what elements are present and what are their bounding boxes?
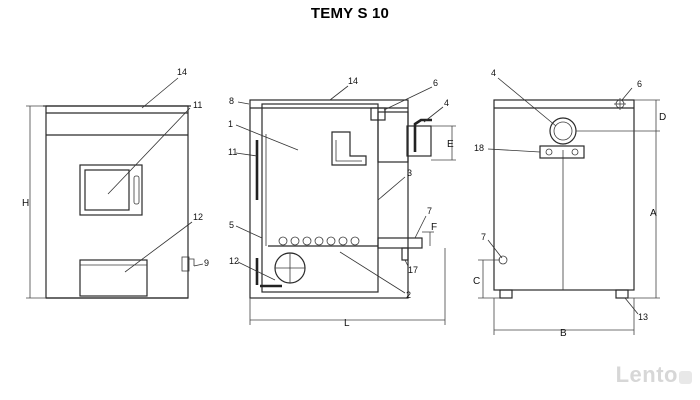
leader-11b: [235, 152, 258, 157]
label-7b: 7: [481, 232, 486, 242]
label-14b: 14: [348, 76, 358, 86]
section-grate-holes: [278, 236, 360, 246]
label-12a: 12: [193, 212, 203, 222]
label-1: 1: [228, 119, 233, 129]
section-top-fitting: [370, 107, 386, 121]
section-baffle-inner: [335, 140, 362, 162]
leader-9: [193, 263, 204, 267]
rear-view: D A C B 4 6 18 7 13: [473, 68, 666, 339]
front-lever: [181, 256, 190, 272]
leader-4a: [423, 106, 444, 123]
dim-l-label: L: [344, 318, 350, 329]
front-view: H 14 11 12 9: [22, 67, 209, 299]
dim-e-label: E: [447, 139, 454, 150]
rear-bracket-hole-left: [545, 148, 553, 156]
rear-body-outline: [493, 99, 635, 291]
leader-6b: [621, 87, 633, 101]
section-view: E F L 8 14 6 4 1 11 3 5 7 12 17 2: [228, 76, 456, 329]
rear-foot-right: [615, 289, 629, 299]
section-flue-damper: [413, 118, 432, 152]
front-lever-arm: [189, 258, 195, 266]
label-13: 13: [638, 312, 648, 322]
section-outer-casing: [249, 99, 409, 299]
section-baffle: [331, 131, 367, 166]
section-inner-body: [261, 103, 379, 293]
label-7a: 7: [427, 206, 432, 216]
leader-5: [235, 225, 263, 239]
leader-8: [237, 101, 250, 105]
label-11b: 11: [228, 147, 237, 157]
leader-13: [624, 297, 639, 315]
watermark: Lento: [615, 362, 678, 387]
leader-18: [487, 148, 541, 153]
label-14a: 14: [177, 67, 187, 77]
front-door-frame: [79, 164, 143, 216]
leader-3: [377, 176, 406, 201]
front-ash-box: [79, 259, 148, 297]
label-5: 5: [229, 220, 234, 230]
label-3: 3: [407, 168, 412, 178]
front-door-handle: [133, 175, 140, 205]
leader-11a: [107, 107, 191, 195]
leader-14b: [329, 85, 349, 101]
label-11a: 11: [193, 100, 202, 110]
section-return-pipe: [377, 237, 423, 249]
rear-return-fitting: [498, 255, 508, 265]
diagram-title: TEMY S 10: [310, 5, 390, 22]
leader-12b: [237, 261, 276, 281]
dim-a-label: A: [650, 208, 657, 219]
label-4a: 4: [444, 98, 449, 108]
section-flue-box: [377, 111, 409, 163]
leader-12a: [124, 221, 193, 273]
label-9: 9: [204, 258, 209, 268]
label-12b: 12: [229, 256, 239, 266]
dim-f-label: F: [431, 222, 437, 233]
section-drain-valve: [401, 247, 409, 261]
label-17: 17: [408, 265, 418, 275]
watermark-badge: [679, 371, 692, 384]
dim-b-label: B: [560, 328, 567, 339]
leader-7a: [414, 215, 427, 239]
dim-d-label: D: [659, 112, 666, 123]
section-flue-pipe: [406, 125, 432, 157]
rear-flue-inner: [553, 121, 573, 141]
rear-bracket-hole-right: [571, 148, 579, 156]
label-6b: 6: [637, 79, 642, 89]
dim-h-label: H: [22, 198, 29, 209]
label-6a: 6: [433, 78, 438, 88]
rear-foot-left: [499, 289, 513, 299]
leader-1: [235, 124, 299, 151]
leader-17: [404, 259, 409, 267]
leader-14a: [141, 77, 179, 109]
label-8: 8: [229, 96, 234, 106]
front-door-glass: [84, 169, 130, 211]
label-18: 18: [474, 143, 484, 153]
dim-c-label: C: [473, 276, 480, 287]
label-2: 2: [406, 290, 411, 300]
leader-4b: [497, 77, 557, 127]
rear-bracket: [539, 145, 585, 159]
label-4b: 4: [491, 68, 496, 78]
leader-2: [339, 251, 406, 294]
leader-6a: [383, 86, 433, 111]
leader-7b: [487, 239, 503, 259]
